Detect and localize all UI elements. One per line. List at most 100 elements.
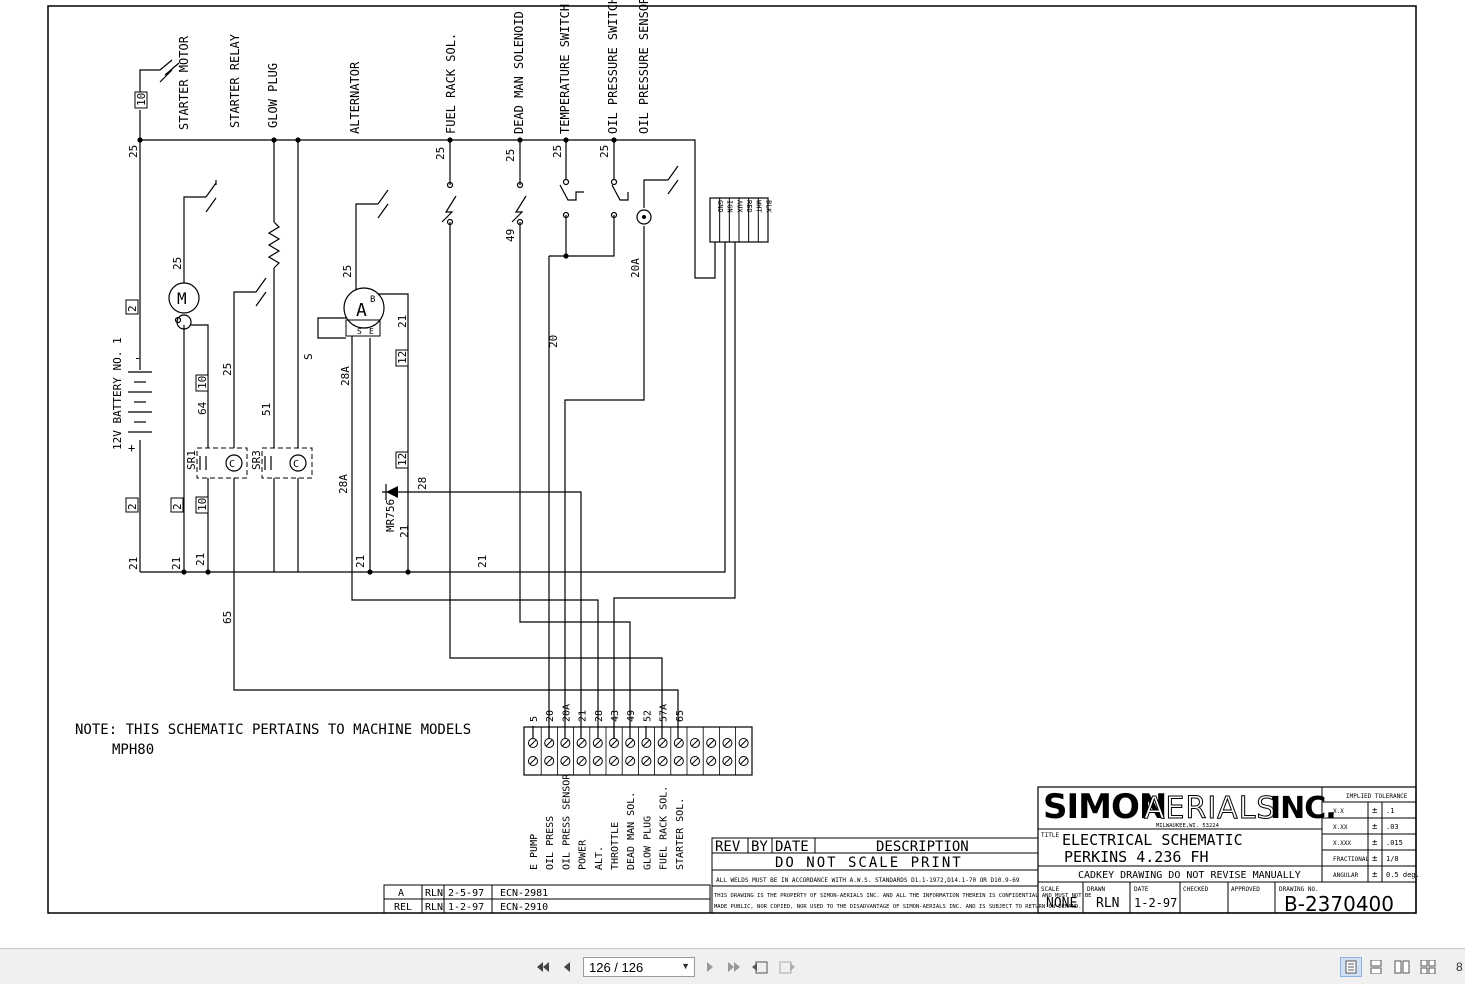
svg-text:MADE PUBLIC, NOR COPIED, NOR U: MADE PUBLIC, NOR COPIED, NOR USED TO THE… — [714, 904, 1082, 910]
svg-text:M: M — [177, 289, 187, 308]
terminal-screw — [673, 738, 684, 748]
go-forward-view-button[interactable] — [777, 957, 797, 977]
svg-text:2: 2 — [126, 305, 139, 312]
terminal-screw — [560, 756, 571, 766]
glow-plug-symbol — [267, 221, 281, 269]
svg-text:49: 49 — [504, 229, 517, 242]
connector-pin-label: BLK — [764, 200, 772, 213]
company-logo-bold: SIMON — [1043, 787, 1166, 827]
svg-text:BY: BY — [751, 839, 768, 855]
tolerance-label: X.XX — [1333, 824, 1348, 831]
svg-text:DATE: DATE — [1134, 886, 1149, 893]
svg-text:1-2-97: 1-2-97 — [448, 902, 484, 913]
terminal-screw — [690, 756, 700, 766]
tolerance-value: .03 — [1386, 823, 1399, 831]
previous-page-icon — [564, 962, 570, 972]
battery-label: 12V BATTERY NO. 1 — [111, 337, 124, 450]
switch-symbols — [441, 178, 652, 226]
svg-text:SCALE: SCALE — [1041, 886, 1059, 893]
svg-text:-: - — [134, 351, 141, 365]
connector-pin-label: WHT — [755, 200, 763, 213]
terminal-label: STARTER SOL. — [675, 798, 686, 870]
svg-text:DRAWN: DRAWN — [1087, 886, 1105, 893]
facing-view-button[interactable] — [1391, 957, 1413, 977]
dropdown-arrow-icon: ▼ — [681, 961, 690, 971]
tolerance-pm: ± — [1372, 854, 1378, 864]
terminal-label: E PUMP — [529, 834, 540, 870]
drawing-title-1: ELECTRICAL SCHEMATIC — [1062, 831, 1243, 849]
svg-text:TITLE: TITLE — [1041, 832, 1059, 839]
svg-text:SR3: SR3 — [250, 450, 263, 470]
svg-text:ECN-2981: ECN-2981 — [500, 888, 548, 899]
title-block: SIMON AERIALS INC. MILWAUKEE,WI. 53224 T… — [1037, 786, 1420, 916]
svg-text:THIS DRAWING IS THE PROPERTY O: THIS DRAWING IS THE PROPERTY OF SIMON-AE… — [714, 893, 1092, 899]
note-line-1: NOTE: THIS SCHEMATIC PERTAINS TO MACHINE… — [75, 722, 471, 738]
terminal-screw — [706, 756, 717, 766]
single-page-view-button[interactable] — [1340, 957, 1362, 977]
terminal-screw — [657, 738, 668, 748]
alternator-symbol: A B S E S — [302, 287, 385, 360]
svg-text:ECN-2910: ECN-2910 — [500, 902, 548, 913]
last-page-button[interactable] — [724, 957, 744, 977]
terminal-number: 43 — [610, 710, 621, 722]
svg-text:51: 51 — [260, 403, 273, 416]
tolerance-pm: ± — [1372, 806, 1378, 816]
svg-text:B: B — [370, 295, 375, 305]
terminal-screw — [560, 738, 571, 748]
label-fuel-rack-sol: FUEL RACK SOL. — [444, 33, 458, 134]
go-back-view-button[interactable] — [750, 957, 770, 977]
svg-text:20: 20 — [547, 335, 560, 348]
svg-text:SR1: SR1 — [185, 450, 198, 470]
next-page-button[interactable] — [700, 957, 720, 977]
continuous-facing-view-button[interactable] — [1417, 957, 1439, 977]
tolerance-pm: ± — [1372, 838, 1378, 848]
svg-text:25: 25 — [598, 145, 611, 158]
terminal-screw — [706, 738, 717, 748]
do-not-scale: DO NOT SCALE PRINT — [775, 855, 963, 871]
svg-text:C: C — [293, 459, 299, 470]
wiring — [137, 69, 736, 738]
svg-text:MILWAUKEE,WI. 53224: MILWAUKEE,WI. 53224 — [1156, 823, 1220, 829]
label-temperature-switch: TEMPERATURE SWITCH — [558, 4, 572, 134]
terminal-screw — [690, 738, 700, 748]
svg-text:25: 25 — [171, 257, 184, 270]
zoom-level[interactable]: 8 — [1456, 960, 1463, 974]
terminal-screw — [738, 738, 749, 748]
svg-text:21: 21 — [398, 525, 411, 538]
previous-page-button[interactable] — [557, 957, 577, 977]
svg-text:A: A — [398, 888, 404, 899]
label-alternator: ALTERNATOR — [348, 61, 362, 134]
continuous-view-button[interactable] — [1365, 957, 1387, 977]
battery-symbol: - + 12V BATTERY NO. 1 — [111, 337, 152, 455]
svg-text:2: 2 — [126, 503, 139, 510]
svg-text:DRAWING NO.: DRAWING NO. — [1279, 886, 1319, 893]
svg-text:21: 21 — [170, 557, 183, 570]
ground-symbols — [159, 59, 679, 307]
terminal-screw — [738, 756, 749, 766]
first-page-button[interactable] — [533, 957, 553, 977]
svg-text:APPROVED: APPROVED — [1231, 886, 1260, 893]
terminal-screw — [625, 738, 636, 748]
svg-text:21: 21 — [354, 555, 367, 568]
connector-pin-label: AUX — [735, 200, 743, 213]
next-page-icon — [707, 962, 713, 972]
svg-text:25: 25 — [341, 265, 354, 278]
svg-text:10: 10 — [196, 498, 209, 511]
svg-text:28A: 28A — [339, 366, 352, 386]
label-starter-motor: STARTER MOTOR — [177, 35, 191, 130]
terminal-screw — [609, 756, 619, 766]
svg-text:28A: 28A — [337, 474, 350, 494]
continuous-facing-icon — [1420, 960, 1436, 974]
last-page-icon — [728, 962, 740, 972]
svg-text:E: E — [369, 327, 374, 336]
svg-text:21: 21 — [476, 555, 489, 568]
svg-text:REV: REV — [715, 839, 741, 855]
back-view-icon — [752, 961, 768, 974]
connector-pin-label: IGN — [726, 200, 734, 213]
page-number-select[interactable]: 126 / 126 ▼ — [583, 957, 695, 977]
terminal-number: 5 — [529, 716, 540, 722]
first-page-icon — [537, 962, 549, 972]
terminal-screw — [544, 738, 555, 748]
svg-text:28: 28 — [416, 477, 429, 490]
svg-text:RLN: RLN — [425, 902, 443, 913]
